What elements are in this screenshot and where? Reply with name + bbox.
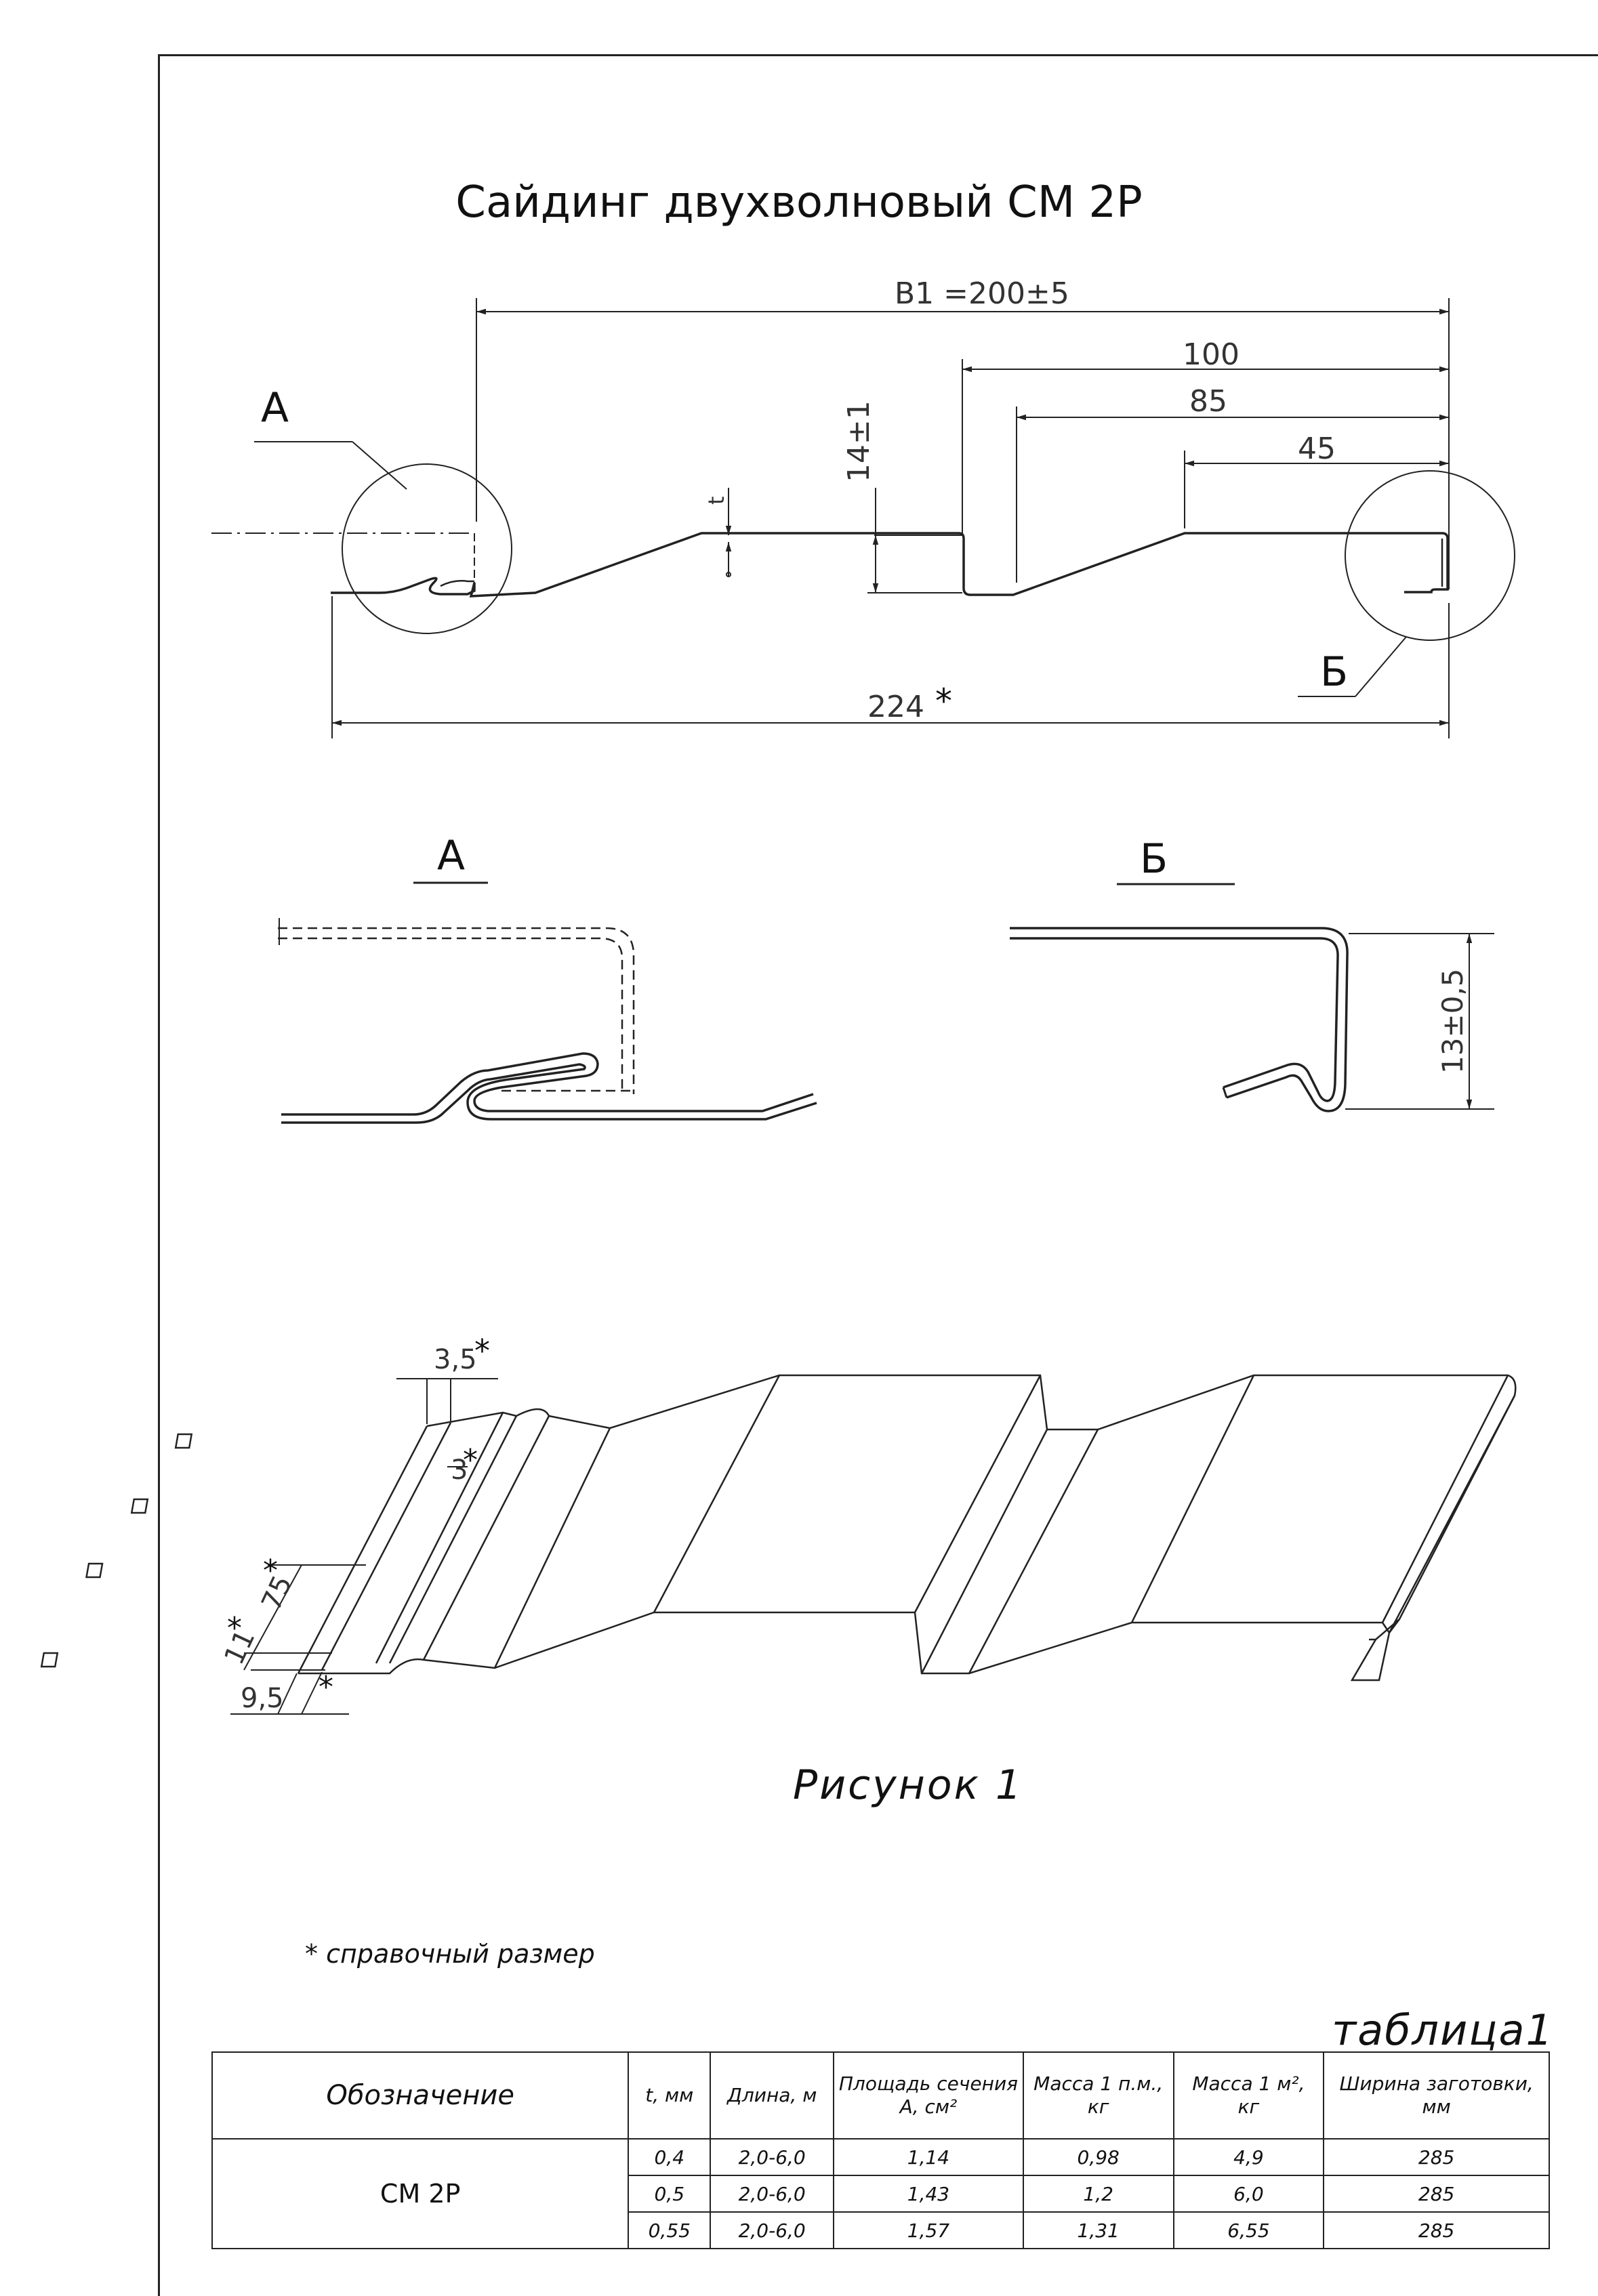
dim-3-5: 3,5: [434, 1344, 477, 1375]
callout-b: Б: [1320, 648, 1348, 696]
cell-mass-lm: 1,2: [1022, 2175, 1174, 2213]
dim-3-5-star: *: [474, 1333, 490, 1369]
header-length: Длина, м: [710, 2051, 835, 2140]
main-profile-section: [211, 298, 1515, 738]
dim-3-star: *: [463, 1443, 478, 1478]
dim-45: 45: [1298, 432, 1336, 466]
cell-area: 1,43: [833, 2175, 1024, 2213]
isometric-dimension-labels: 3,5 * 3 * 75 * 11 * 9,5 *: [218, 1333, 490, 1714]
cell-width: 285: [1323, 2175, 1550, 2213]
table-row: 0,55 2,0-6,0 1,57 1,31 6,55 285: [212, 2211, 1550, 2249]
dim-100: 100: [1183, 337, 1240, 372]
cell-area: 1,14: [833, 2138, 1024, 2176]
drawing-frame: [158, 54, 1598, 2296]
cell-mass-lm: 1,31: [1022, 2211, 1174, 2249]
cell-length: 2,0-6,0: [710, 2211, 835, 2249]
dim-75-star: *: [263, 1553, 278, 1588]
cell-length: 2,0-6,0: [710, 2175, 835, 2213]
dim-13: 13±0,5: [1436, 969, 1469, 1074]
cell-t: 0,4: [628, 2138, 712, 2176]
callout-a: А: [261, 384, 289, 432]
cell-length: 2,0-6,0: [710, 2138, 835, 2176]
dim-85: 85: [1189, 384, 1227, 419]
header-t: t, мм: [628, 2051, 712, 2140]
dim-9-5-star: *: [319, 1670, 333, 1705]
cell-mass-lm: 0,98: [1022, 2138, 1174, 2176]
table-header-row: Обозначение t, мм Длина, м Площадь сечен…: [211, 2051, 1550, 2140]
cell-width: 285: [1323, 2138, 1550, 2176]
dim-9-5: 9,5: [241, 1683, 284, 1714]
header-mass-m2: Масса 1 м²,кг: [1172, 2051, 1325, 2140]
drawing-title: Сайдинг двухволновый СМ 2Р: [455, 178, 1143, 228]
spec-table: Обозначение t, мм Длина, м Площадь сечен…: [211, 2051, 1550, 2249]
dim-14: 14±1: [842, 400, 876, 482]
isometric-view: [40, 1374, 1517, 1715]
cell-area: 1,57: [833, 2211, 1024, 2249]
header-designation: Обозначение: [211, 2051, 630, 2140]
header-mass-lm: Масса 1 п.м.,кг: [1022, 2051, 1174, 2140]
header-width: Ширина заготовки,мм: [1323, 2051, 1550, 2140]
cell-width: 285: [1323, 2211, 1550, 2249]
detail-a-label: А: [437, 832, 465, 879]
dimension-labels: B1 =200±5 100 85 45 14±1 t 224 *: [703, 276, 1336, 724]
reference-note: * справочный размер: [305, 1939, 595, 1969]
figure-caption: Рисунок 1: [793, 1761, 1024, 1809]
dim-11-star: *: [227, 1611, 242, 1646]
detail-b: Б 13±0,5: [1010, 835, 1494, 1112]
dim-224: 224: [867, 690, 924, 724]
table-row: СМ 2Р 0,4 2,0-6,0 1,14 0,98 4,9 285: [211, 2138, 1550, 2249]
table-title: таблица1: [1332, 2005, 1554, 2055]
callout-labels: А Б: [261, 384, 1348, 696]
cell-t: 0,55: [628, 2211, 712, 2249]
cell-mass-m2: 4,9: [1172, 2138, 1325, 2176]
detail-a: А: [278, 832, 817, 1124]
cell-designation: СМ 2Р: [211, 2138, 630, 2249]
cell-mass-m2: 6,0: [1172, 2175, 1325, 2213]
dim-224-star: *: [935, 682, 952, 721]
cell-mass-m2: 6,55: [1172, 2211, 1325, 2249]
cell-t: 0,5: [628, 2175, 712, 2213]
table-row: 0,5 2,0-6,0 1,43 1,2 6,0 285: [212, 2175, 1550, 2213]
dim-b1: B1 =200±5: [895, 276, 1069, 311]
dim-t: t: [703, 496, 729, 505]
detail-b-label: Б: [1140, 835, 1168, 883]
dim-3: 3: [451, 1455, 468, 1486]
